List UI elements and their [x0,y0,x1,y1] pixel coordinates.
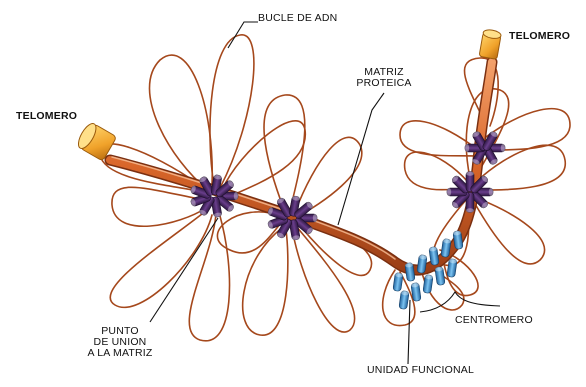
centromere-protein [435,266,445,285]
centromere-protein [447,258,457,277]
dna-loop [292,226,355,332]
telomere-right-cap [479,29,502,60]
label-junction-line3: A LA MATRIZ [72,348,168,359]
dna-loop [243,228,288,335]
dna-loop [189,214,229,341]
protein-matrix [110,62,492,270]
leader-functional-unit [408,300,410,364]
label-telomere-right: TELOMERO [509,31,570,42]
label-protein-matrix: MATRIZ PROTEICA [352,67,416,89]
centromere-protein [399,290,409,309]
label-functional-unit: UNIDAD FUNCIONAL [367,365,474,376]
matrix-scaffold [110,62,492,270]
dna-loop [210,35,254,188]
label-telomere-left: TELOMERO [16,111,77,122]
label-junction: PUNTO DE UNION A LA MATRIZ [72,326,168,359]
centromere-protein [393,272,403,291]
leader-junction [150,218,218,322]
label-centromere: CENTROMERO [455,315,533,326]
matrix-scaffold-shadow [110,62,492,270]
centromere-protein [423,274,433,293]
label-protein-matrix-line2: PROTEICA [352,78,416,89]
label-dna-loop: BUCLE DE ADN [258,13,337,24]
dna-loops [100,35,570,341]
